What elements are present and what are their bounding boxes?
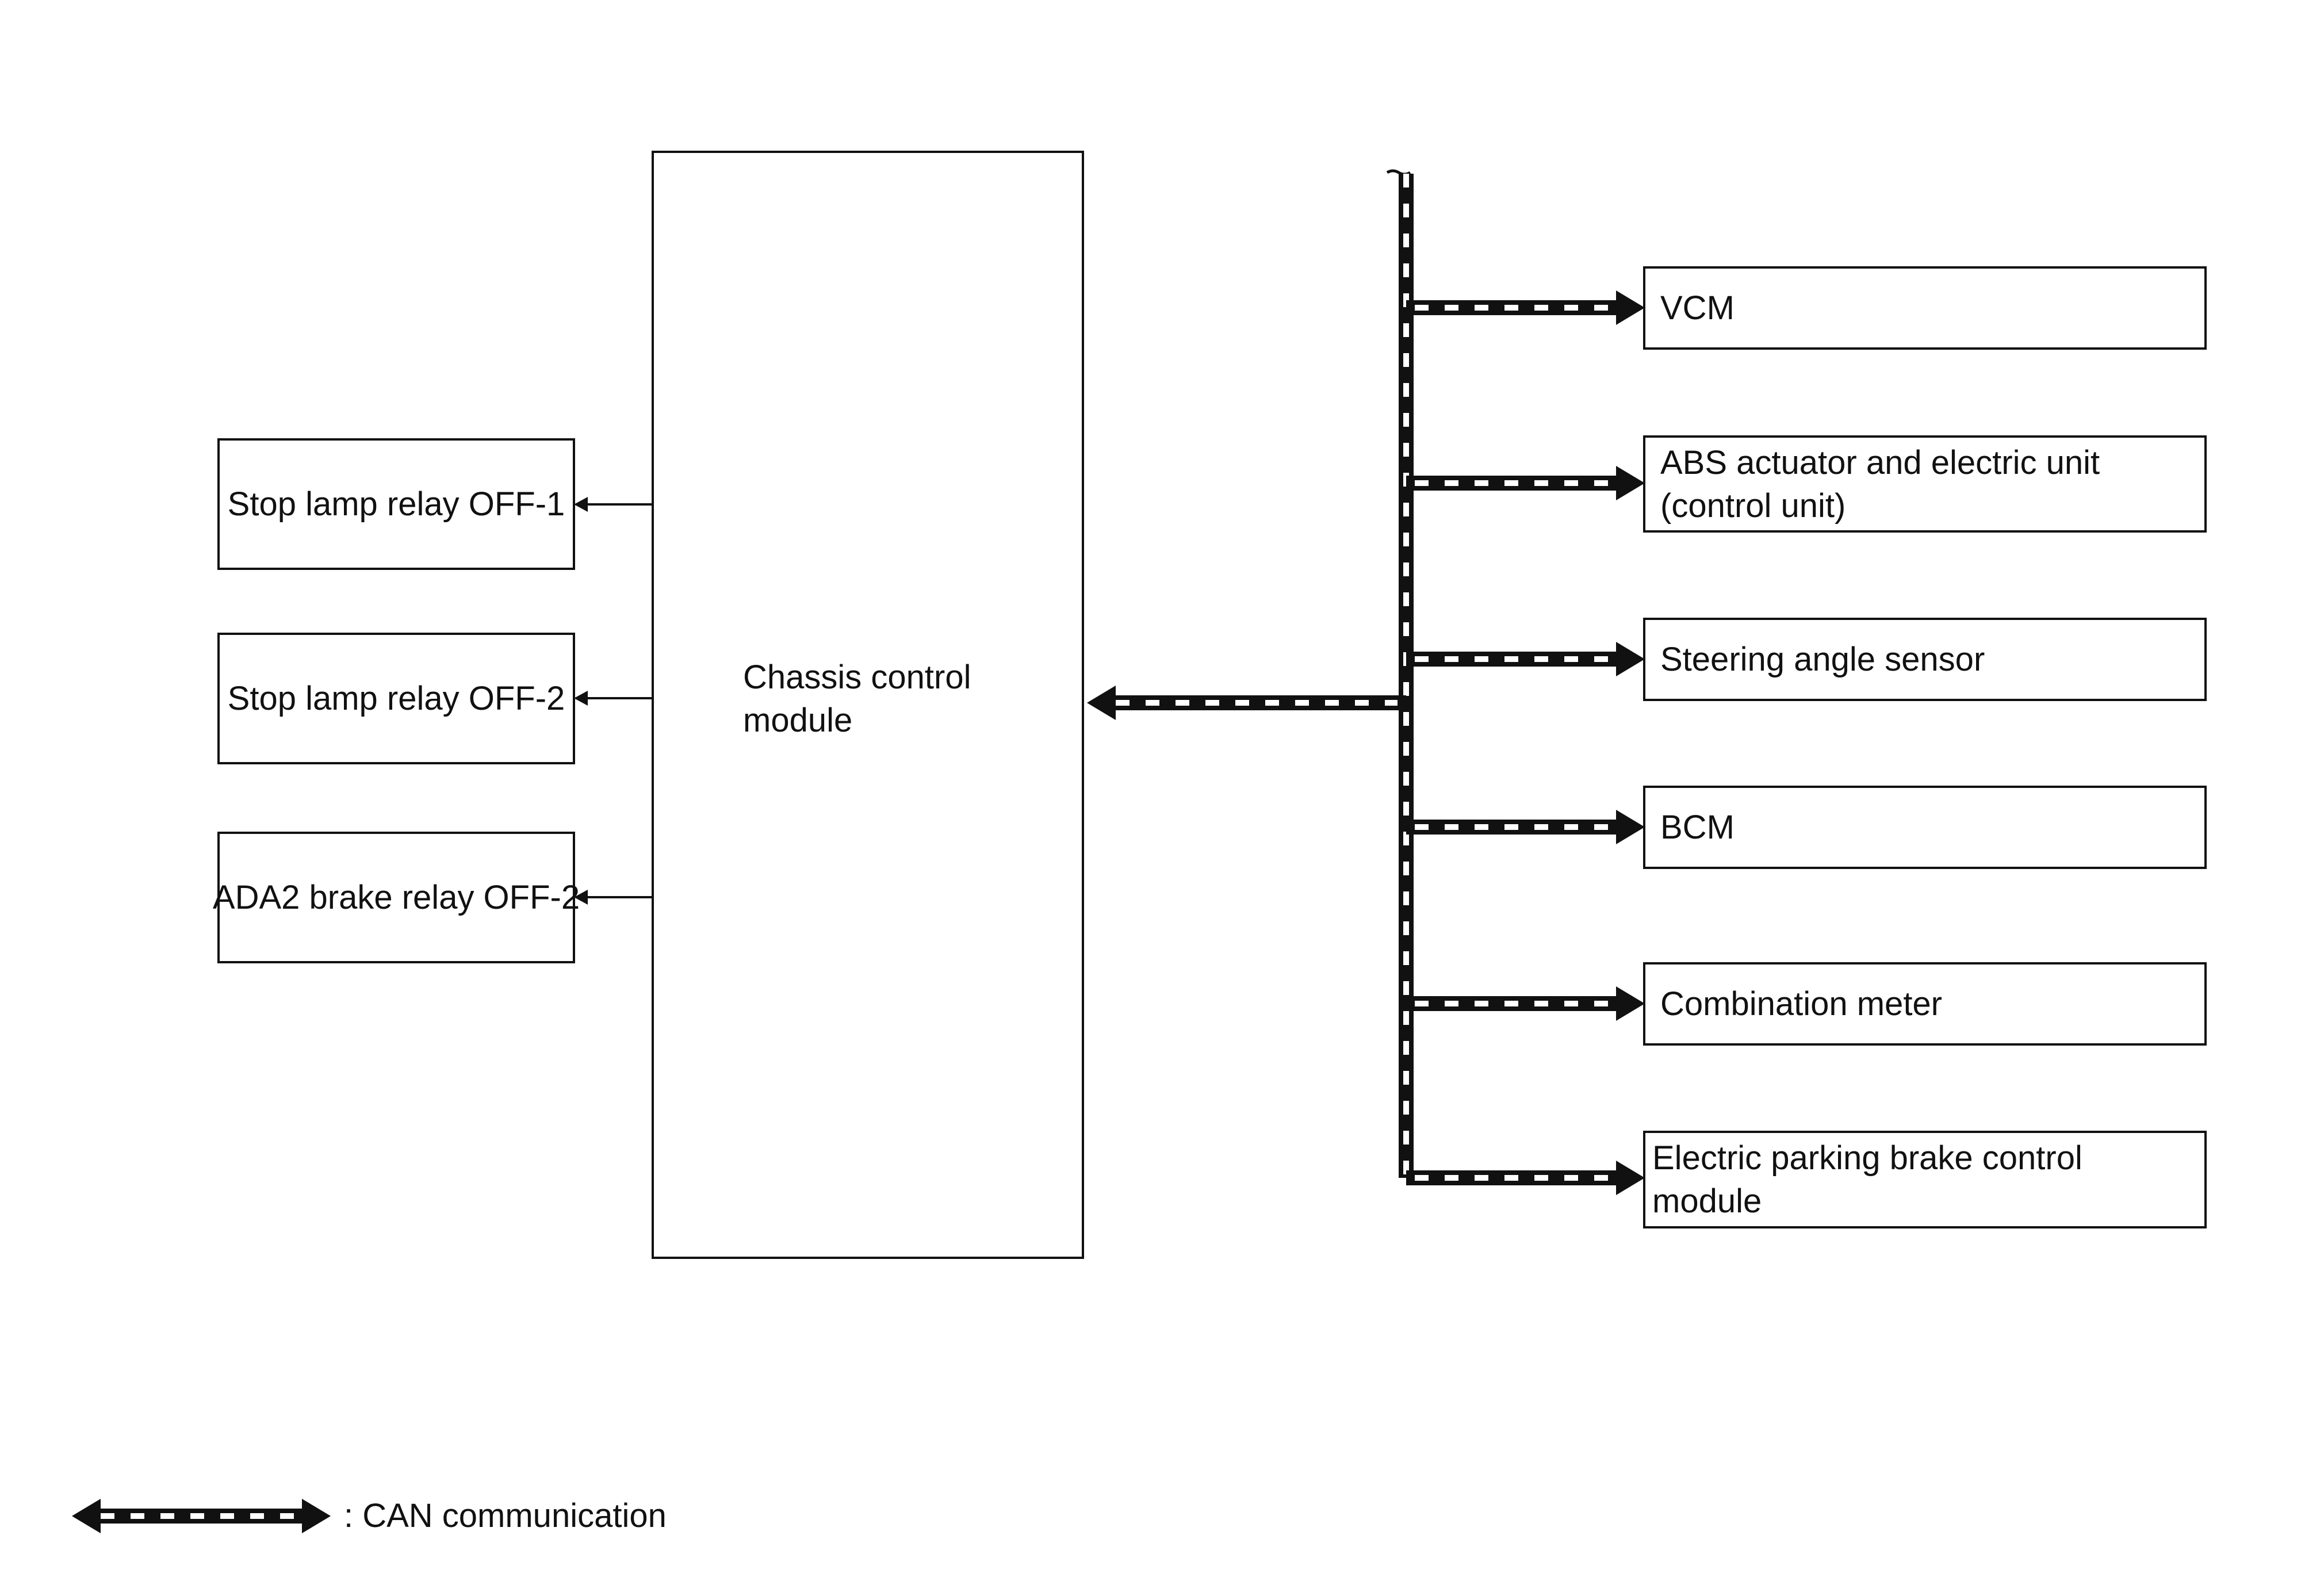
can-branch-abs bbox=[1406, 466, 1645, 500]
can-branch-vcm bbox=[1406, 290, 1645, 325]
chassis-control-module-box bbox=[652, 151, 1084, 1259]
legend-can-arrow bbox=[72, 1499, 331, 1533]
legend-can-label: : CAN communication bbox=[344, 1497, 667, 1534]
epb-box: Electric parking brake control module bbox=[1643, 1131, 2207, 1228]
stop-lamp-relay-2-box: Stop lamp relay OFF-2 bbox=[217, 633, 575, 764]
stop-lamp-relay-2-label: Stop lamp relay OFF-2 bbox=[227, 680, 565, 717]
can-branch-chassis bbox=[1087, 686, 1406, 720]
relay-arrow-ada2-brake bbox=[574, 890, 652, 905]
vcm-label: VCM bbox=[1660, 289, 1735, 327]
vcm-box: VCM bbox=[1643, 266, 2207, 350]
can-bus-trunk bbox=[1386, 169, 1414, 1178]
combination-meter-box: Combination meter bbox=[1643, 962, 2207, 1046]
bcm-box: BCM bbox=[1643, 786, 2207, 869]
ada2-brake-relay-label: ADA2 brake relay OFF-2 bbox=[212, 879, 580, 916]
steering-angle-sensor-label: Steering angle sensor bbox=[1660, 641, 1985, 678]
combination-meter-label: Combination meter bbox=[1660, 985, 1942, 1023]
can-branch-steering bbox=[1406, 642, 1645, 676]
abs-label: ABS actuator and electric unit (control … bbox=[1660, 443, 2100, 525]
relay-arrow-stop-lamp-1 bbox=[574, 497, 652, 512]
abs-box: ABS actuator and electric unit (control … bbox=[1643, 435, 2207, 533]
stop-lamp-relay-1-label: Stop lamp relay OFF-1 bbox=[227, 485, 565, 523]
epb-label: Electric parking brake control module bbox=[1652, 1139, 2082, 1220]
can-branch-combination-meter bbox=[1406, 986, 1645, 1021]
can-branch-epb bbox=[1406, 1161, 1645, 1195]
steering-angle-sensor-box: Steering angle sensor bbox=[1643, 618, 2207, 701]
bcm-label: BCM bbox=[1660, 809, 1735, 846]
relay-arrow-stop-lamp-2 bbox=[574, 691, 652, 706]
can-branch-bcm bbox=[1406, 810, 1645, 844]
ada2-brake-relay-box: ADA2 brake relay OFF-2 bbox=[213, 832, 580, 963]
stop-lamp-relay-1-box: Stop lamp relay OFF-1 bbox=[217, 438, 575, 570]
chassis-control-module-label: Chassis control module bbox=[743, 659, 971, 739]
